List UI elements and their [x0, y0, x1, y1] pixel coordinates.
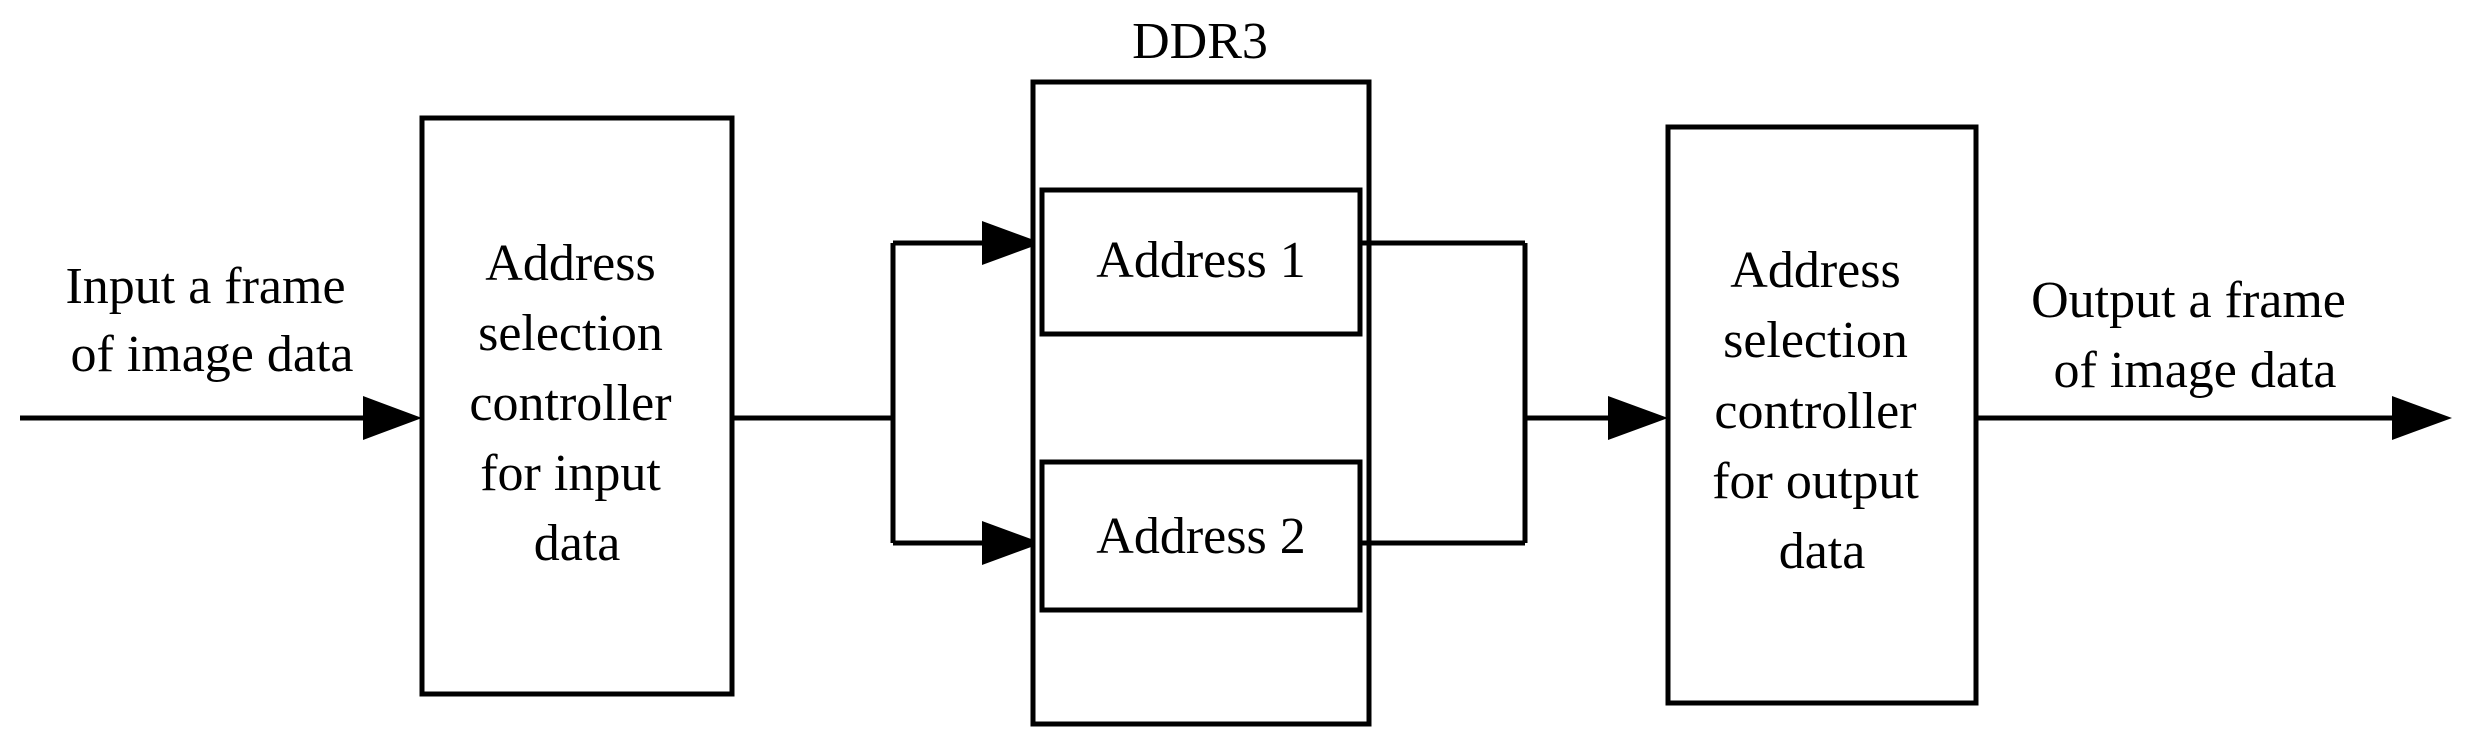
input-controller-box [419, 115, 735, 697]
output-controller-label: Address selection controller for output … [1712, 242, 1932, 580]
output-label: Output a frame of image data [2031, 272, 2359, 399]
input-controller-line-1: Address [485, 235, 655, 292]
input-controller-line-3: controller [469, 375, 671, 432]
address-1-label: Address 1 [1096, 232, 1305, 289]
arrow-to-output-controller [1608, 396, 1668, 440]
input-controller-label: Address selection controller for input d… [469, 235, 684, 572]
output-controller-line-3: controller [1714, 383, 1916, 440]
output-label-line-2: of image data [2054, 342, 2337, 399]
address-2-box [1039, 459, 1363, 613]
ddr3-title: DDR3 [1132, 13, 1268, 70]
address-2-label: Address 2 [1096, 508, 1305, 565]
input-label-line-1: Input a frame [65, 258, 345, 315]
input-label-line-2: of image data [71, 326, 354, 383]
input-controller-line-2: selection [478, 305, 663, 362]
output-controller-line-5: data [1779, 523, 1866, 580]
address-1-box [1039, 187, 1363, 337]
output-controller-line-2: selection [1723, 312, 1908, 369]
input-controller-line-4: for input [480, 445, 661, 502]
output-controller-line-1: Address [1730, 242, 1900, 299]
input-controller-line-5: data [534, 515, 621, 572]
fan-out-connector [732, 240, 985, 546]
output-label-line-1: Output a frame [2031, 272, 2346, 329]
input-arrow [20, 396, 422, 440]
arrow-to-address-1 [982, 221, 1042, 265]
ddr3-box [1030, 79, 1372, 727]
fan-in-connector [1360, 240, 1615, 546]
input-label: Input a frame of image data [65, 258, 358, 383]
output-arrow [1976, 396, 2452, 440]
output-controller-box [1665, 124, 1979, 706]
arrow-to-address-2 [982, 521, 1042, 565]
output-controller-line-4: for output [1712, 453, 1919, 510]
